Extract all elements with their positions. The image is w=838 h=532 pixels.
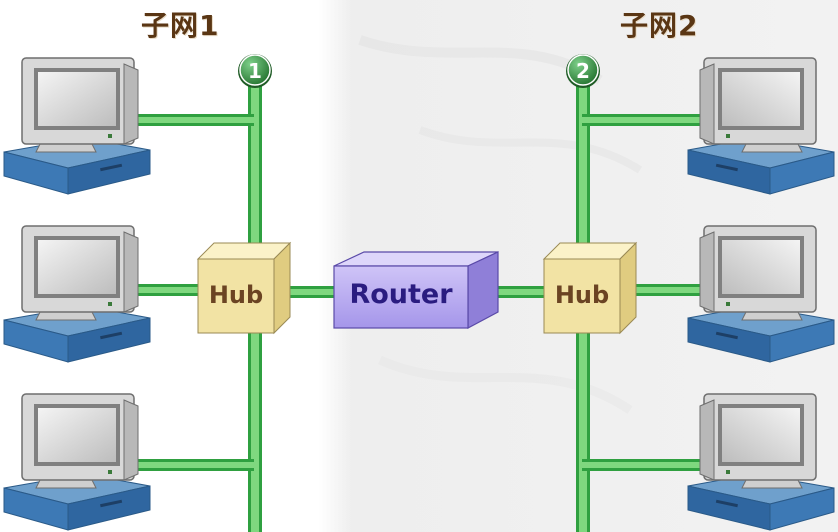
computer-icon bbox=[3, 393, 151, 531]
hub-subnet-2: Hub bbox=[543, 242, 637, 334]
hub-label: Hub bbox=[209, 281, 263, 309]
subnet-1-marker: 1 bbox=[238, 54, 272, 88]
computer-icon bbox=[3, 57, 151, 195]
router-label: Router bbox=[349, 279, 453, 310]
subnet-2-title: 子网2 bbox=[620, 9, 699, 42]
marker-number: 2 bbox=[576, 59, 590, 83]
subnet-1-title: 子网1 bbox=[141, 9, 220, 42]
computer-icon bbox=[687, 57, 835, 195]
hub-subnet-1: Hub bbox=[197, 242, 291, 334]
subnet-2-marker: 2 bbox=[566, 54, 600, 88]
computer-icon bbox=[687, 225, 835, 363]
cable-pc-links-subnet-2 bbox=[582, 114, 714, 471]
marker-number: 1 bbox=[248, 59, 262, 83]
hub-label: Hub bbox=[555, 281, 609, 309]
computer-icon bbox=[3, 225, 151, 363]
cable-hub-router-links bbox=[286, 286, 546, 298]
router: Router bbox=[333, 251, 499, 329]
computer-icon bbox=[687, 393, 835, 531]
